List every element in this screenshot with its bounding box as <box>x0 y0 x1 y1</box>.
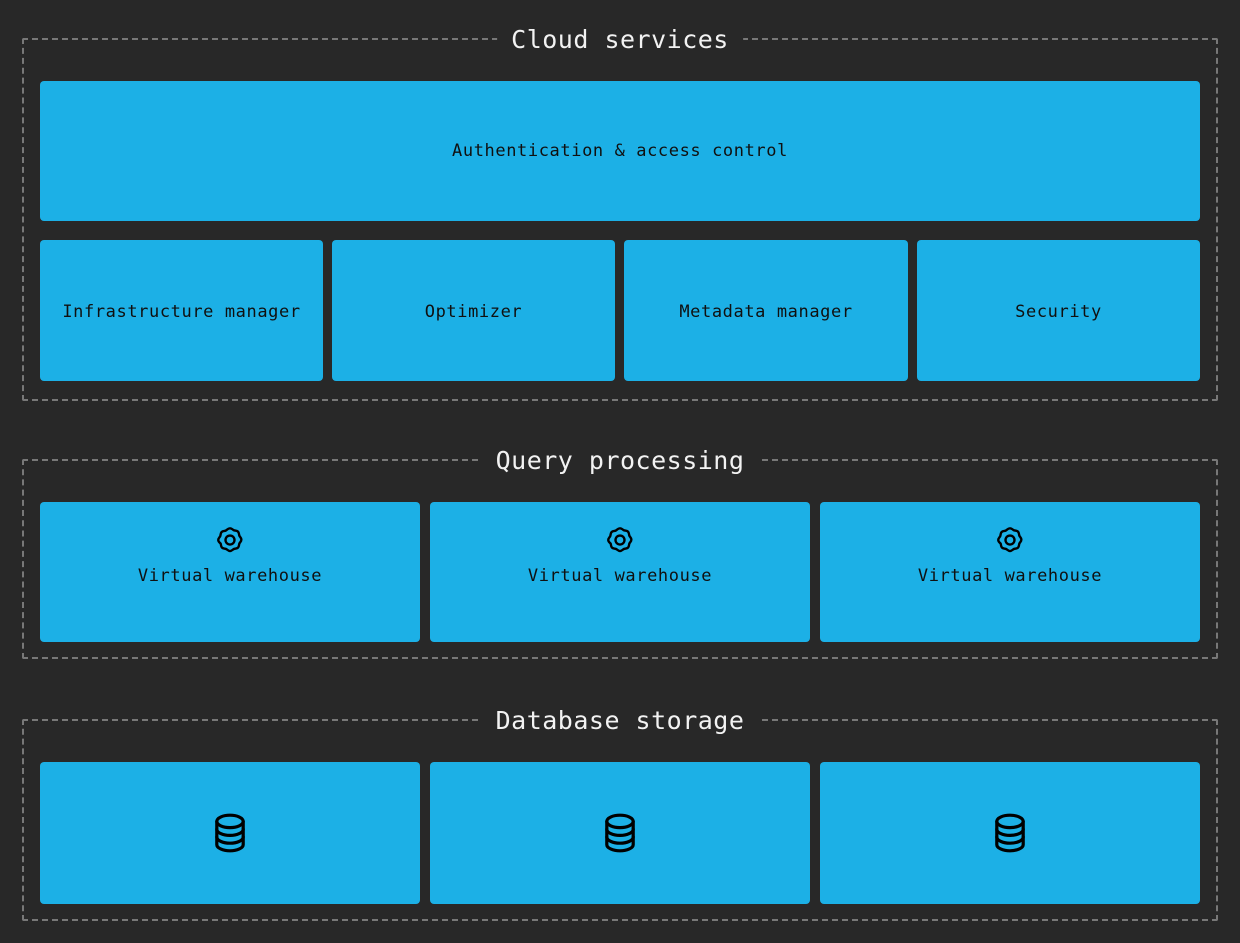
section-title-query-processing: Query processing <box>481 443 759 479</box>
box-security[interactable]: Security <box>917 240 1200 381</box>
box-label: Optimizer <box>424 301 523 322</box>
section-title-cloud-services: Cloud services <box>497 22 743 58</box>
box-authentication-access-control[interactable]: Authentication & access control <box>40 81 1200 221</box>
box-virtual-warehouse[interactable]: Virtual warehouse <box>430 502 810 642</box>
database-icon <box>986 809 1034 857</box>
box-label: Security <box>1015 301 1102 322</box>
box-label: Metadata manager <box>679 301 853 322</box>
box-label: Virtual warehouse <box>137 565 323 586</box>
box-infrastructure-manager[interactable]: Infrastructure manager <box>40 240 323 381</box>
section-title-database-storage: Database storage <box>481 703 759 739</box>
database-icon <box>596 809 644 857</box>
section-cloud-services: Cloud services <box>22 22 1218 401</box>
box-optimizer[interactable]: Optimizer <box>332 240 615 381</box>
box-database-storage-node[interactable] <box>40 762 420 904</box>
box-metadata-manager[interactable]: Metadata manager <box>624 240 908 381</box>
database-icon <box>206 809 254 857</box>
section-query-processing: Query processing <box>22 443 1218 659</box>
box-label: Authentication & access control <box>452 141 788 161</box>
section-database-storage: Database storage <box>22 703 1218 921</box>
gear-icon <box>995 525 1025 555</box>
box-label: Virtual warehouse <box>917 565 1103 586</box>
box-database-storage-node[interactable] <box>820 762 1200 904</box>
gear-icon <box>605 525 635 555</box>
box-virtual-warehouse[interactable]: Virtual warehouse <box>820 502 1200 642</box>
box-label: Virtual warehouse <box>527 565 713 586</box>
box-database-storage-node[interactable] <box>430 762 810 904</box>
box-virtual-warehouse[interactable]: Virtual warehouse <box>40 502 420 642</box>
box-label: Infrastructure manager <box>62 301 301 322</box>
gear-icon <box>215 525 245 555</box>
